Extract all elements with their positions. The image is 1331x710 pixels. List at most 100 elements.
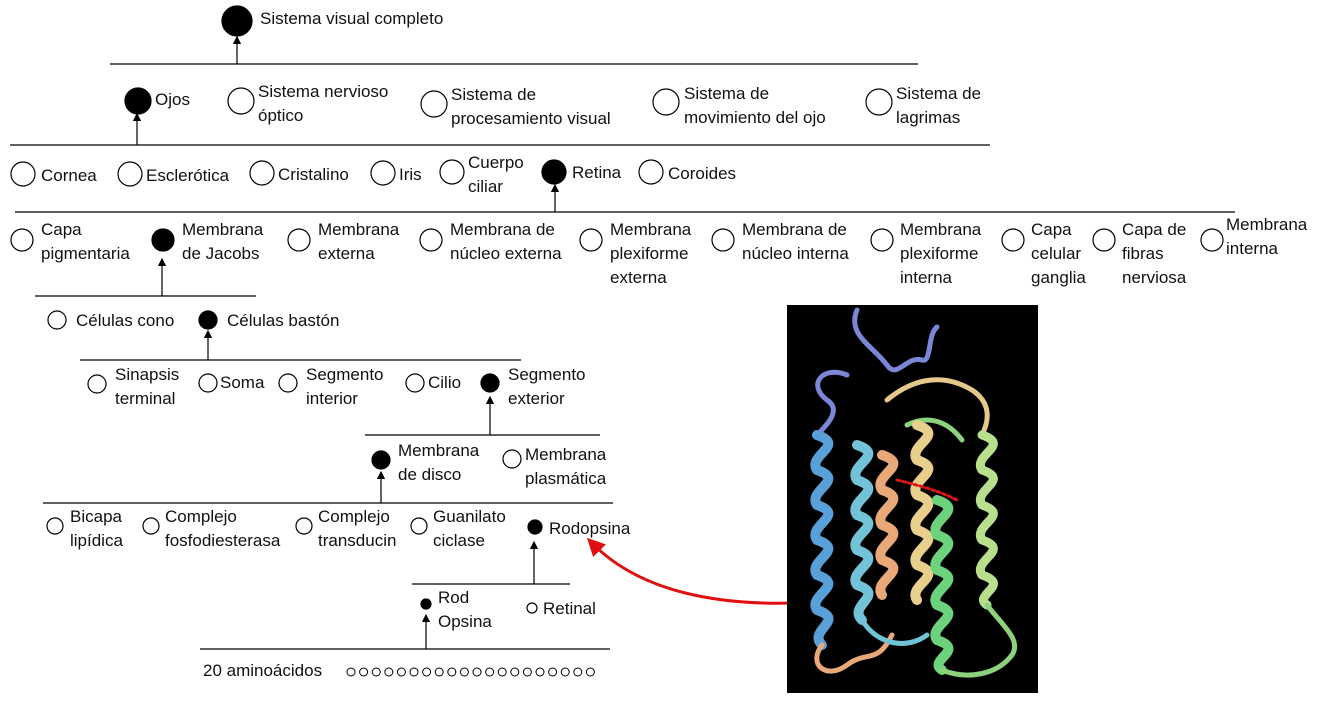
label-cuerpo-ciliar: Cuerpo ciliar [468, 153, 524, 196]
label-guanilato: Guanilato ciclase [433, 507, 506, 550]
label-plexiforme-externa: Membrana plexiforme externa [610, 220, 692, 287]
node-membrana-externa [287, 228, 311, 252]
label-transducin: Complejo transducin [318, 507, 397, 550]
red-arrow [586, 537, 816, 605]
label-segmento-interior: Segmento interior [306, 365, 384, 408]
amino-acid-bead [510, 667, 520, 677]
label-plexiforme-interna: Membrana plexiforme interna [900, 220, 982, 287]
label-esclerotica: Esclerótica [146, 166, 230, 185]
label-ojos: Ojos [155, 90, 190, 109]
label-membrana-externa: Membrana externa [318, 220, 400, 263]
amino-acid-bead [485, 667, 495, 677]
node-membrana-interna [1200, 228, 1224, 252]
node-cilio [405, 373, 425, 393]
label-retinal: Retinal [543, 599, 596, 618]
node-transducin [295, 517, 313, 535]
node-procesamiento [420, 90, 448, 118]
label-cornea: Cornea [41, 166, 97, 185]
node-nucleo-interna [711, 228, 735, 252]
amino-acid-bead [560, 667, 570, 677]
connector-arrows [132, 35, 560, 649]
node-bicapa [46, 517, 64, 535]
amino-acid-bead [447, 667, 457, 677]
label-rodopsina: Rodopsina [549, 519, 631, 538]
node-iris [370, 160, 396, 186]
amino-acid-bead [535, 667, 545, 677]
node-cristalino [249, 160, 275, 186]
node-membrana-jacobs [151, 228, 175, 252]
label-retina: Retina [572, 163, 622, 182]
level-lines [10, 63, 1235, 650]
amino-acid-bead [359, 667, 369, 677]
label-nucleo-interna: Membrana de núcleo interna [742, 220, 849, 263]
label-soma: Soma [220, 373, 265, 392]
node-rodopsina [527, 519, 543, 535]
node-nucleo-externa [419, 228, 443, 252]
label-aminoacidos: 20 aminoácidos [203, 661, 323, 680]
node-membrana-plasmatica [502, 449, 522, 469]
label-cristalino: Cristalino [278, 165, 349, 184]
amino-acid-bead [472, 667, 482, 677]
label-membrana-disco: Membrana de disco [398, 441, 480, 484]
amino-acid-bead [346, 667, 356, 677]
node-fosfodiesterasa [142, 517, 160, 535]
node-plexiforme-interna [870, 228, 894, 252]
node-membrana-disco [371, 450, 391, 470]
label-membrana-jacobs: Membrana de Jacobs [182, 220, 264, 263]
label-celulas-baston: Células bastón [227, 311, 340, 330]
label-celulas-cono: Células cono [76, 311, 175, 330]
label-segmento-exterior: Segmento exterior [508, 365, 586, 408]
label-rod-opsina: Rod Opsina [438, 588, 492, 631]
amino-acid-bead [459, 667, 469, 677]
node-cuerpo-ciliar [439, 159, 465, 185]
node-esclerotica [117, 161, 143, 187]
nodes [10, 5, 1224, 614]
rhodopsin-structure-image [787, 305, 1038, 693]
node-ojos [124, 87, 152, 115]
node-sistema-visual [221, 5, 253, 37]
node-lagrimas [865, 88, 893, 116]
label-procesamiento: Sistema de procesamiento visual [451, 85, 611, 128]
label-capa-pigmentaria: Capa pigmentaria [41, 220, 130, 263]
label-capa-celular: Capa celular ganglia [1031, 220, 1086, 287]
amino-acid-bead [585, 667, 595, 677]
label-nucleo-externa: Membrana de núcleo externa [450, 220, 562, 263]
amino-acid-bead [371, 667, 381, 677]
label-membrana-interna: Membrana interna [1226, 215, 1308, 258]
label-sistema-nervioso: Sistema nervioso óptico [258, 82, 389, 125]
label-iris: Iris [399, 165, 422, 184]
label-sistema-visual-completo: Sistema visual completo [260, 9, 444, 28]
label-membrana-plasmatica: Membrana plasmática [525, 445, 607, 488]
node-sistema-nervioso [227, 87, 255, 115]
amino-acid-beads [346, 667, 595, 677]
node-retina [541, 159, 567, 185]
amino-acid-bead [422, 667, 432, 677]
label-bicapa: Bicapa lipídica [70, 507, 123, 550]
node-capa-fibras [1092, 228, 1116, 252]
label-coroides: Coroides [668, 164, 737, 183]
amino-acid-bead [434, 667, 444, 677]
node-cornea [10, 161, 36, 187]
amino-acid-bead [522, 667, 532, 677]
node-segmento-exterior [480, 373, 500, 393]
node-soma [198, 373, 218, 393]
label-movimiento: Sistema de movimiento del ojo [684, 84, 826, 127]
node-guanilato [410, 517, 428, 535]
node-retinal [526, 602, 538, 614]
amino-acid-bead [573, 667, 583, 677]
amino-acid-bead [384, 667, 394, 677]
node-celulas-baston [198, 310, 218, 330]
node-sinapsis [87, 374, 107, 394]
node-celulas-cono [47, 310, 67, 330]
node-coroides [638, 159, 664, 185]
amino-acid-bead [497, 667, 507, 677]
label-lagrimas: Sistema de lagrimas [896, 84, 982, 127]
amino-acid-bead [396, 667, 406, 677]
label-capa-fibras: Capa de fibras nerviosa [1122, 220, 1187, 287]
node-rod-opsina [420, 598, 432, 610]
node-plexiforme-externa [579, 228, 603, 252]
node-segmento-interior [278, 373, 298, 393]
node-capa-pigmentaria [10, 228, 34, 252]
label-fosfodiesterasa: Complejo fosfodiesterasa [165, 507, 281, 550]
